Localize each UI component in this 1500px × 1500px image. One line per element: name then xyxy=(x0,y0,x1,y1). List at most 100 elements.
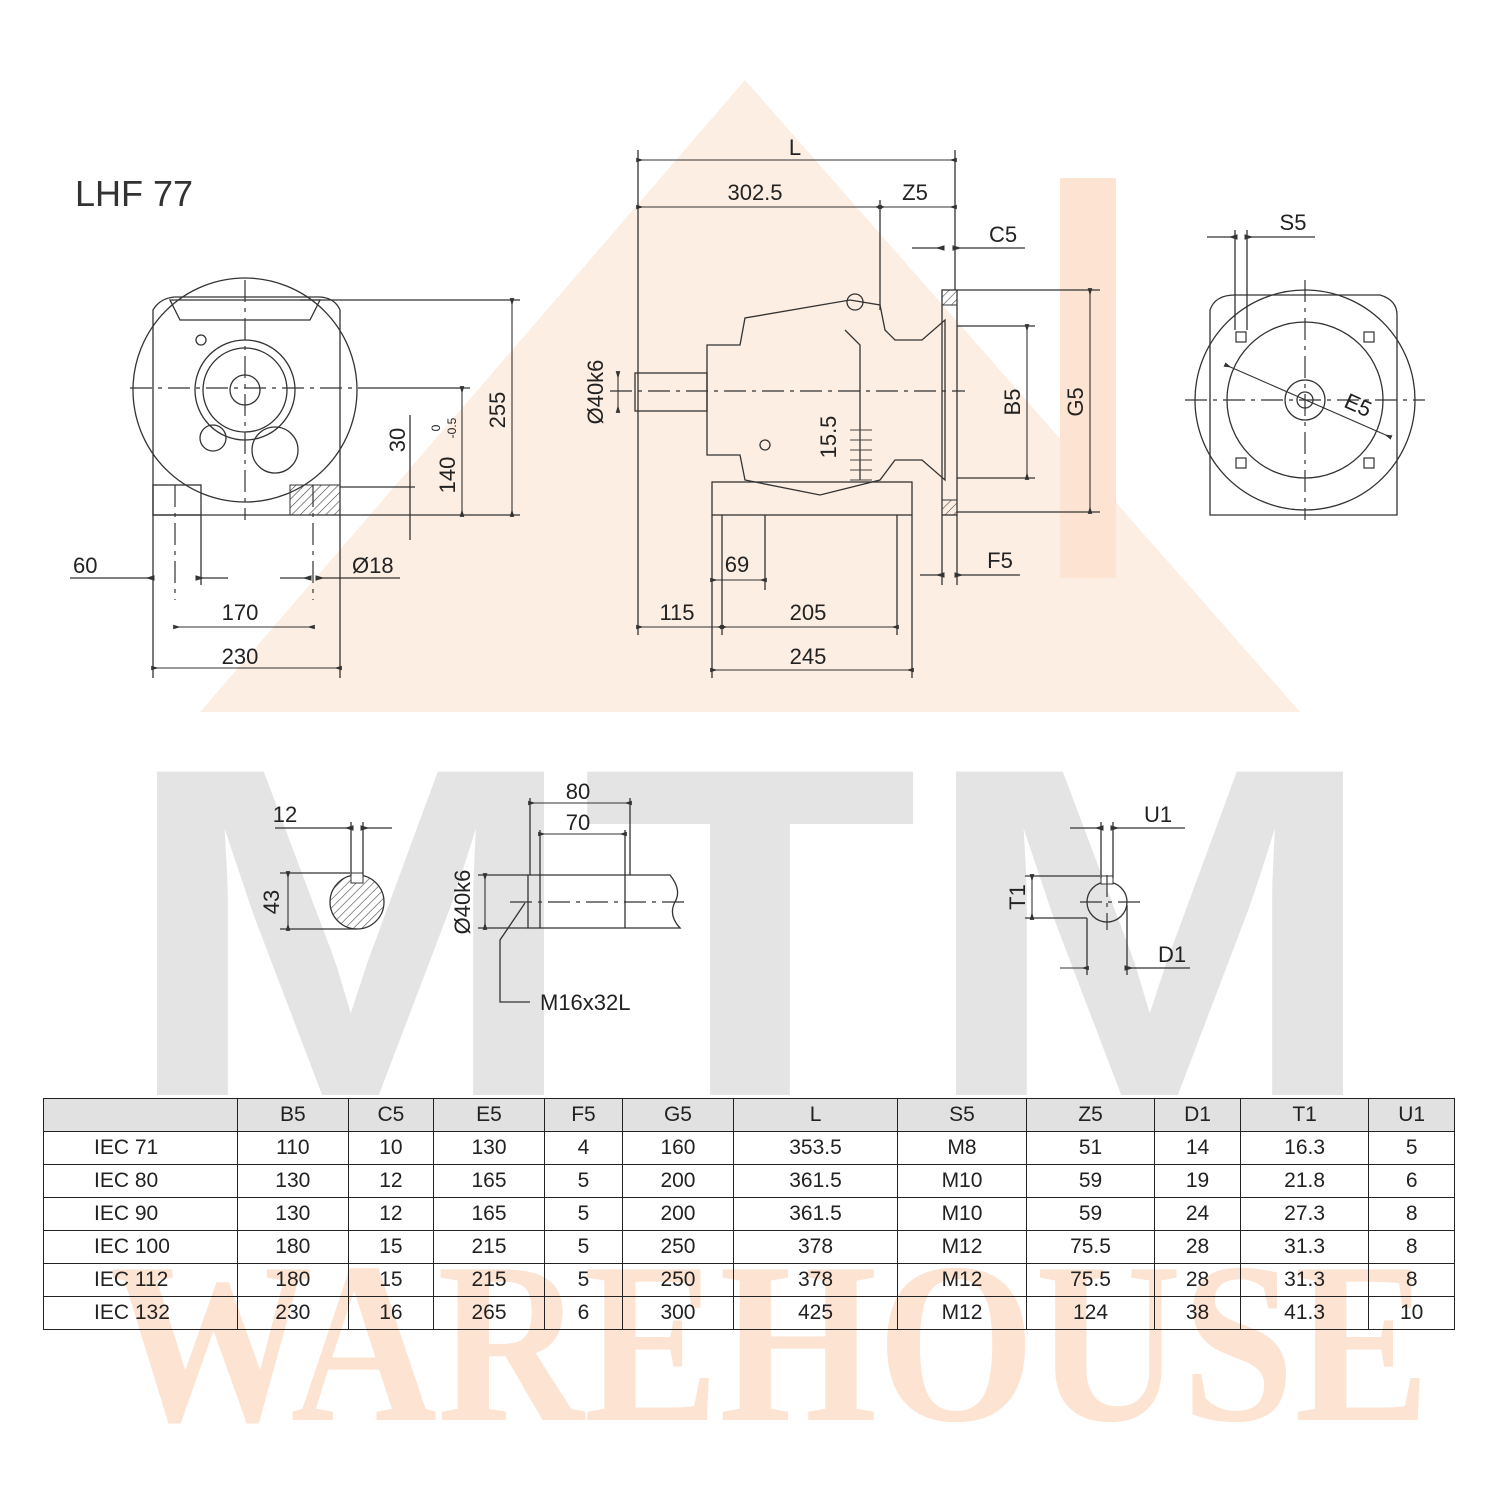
dimension-label: 60 xyxy=(73,553,97,578)
table-cell: 265 xyxy=(433,1296,545,1330)
dimension-label: G5 xyxy=(1063,387,1088,416)
row-label: IEC 132 xyxy=(43,1296,238,1330)
dimension-label: 245 xyxy=(790,644,827,669)
dimension-label: 80 xyxy=(566,779,590,804)
shaft-detail: 80 70 Ø40k6 M16x32L xyxy=(450,779,690,1015)
column-header: E5 xyxy=(433,1098,545,1132)
row-label: IEC 80 xyxy=(43,1164,238,1198)
row-label: IEC 71 xyxy=(43,1131,238,1165)
table-cell: 10 xyxy=(347,1131,435,1165)
table-cell: 130 xyxy=(237,1164,349,1198)
column-header: B5 xyxy=(237,1098,349,1132)
key-detail: 12 43 xyxy=(259,802,392,931)
table-cell: 51 xyxy=(1025,1131,1156,1165)
dimension-label: C5 xyxy=(989,222,1017,247)
table-cell: 165 xyxy=(433,1164,545,1198)
table-cell: 38 xyxy=(1154,1296,1241,1330)
watermark-logo: MTM WAREHOUSE xyxy=(110,80,1430,1470)
table-cell: M12 xyxy=(897,1263,1027,1297)
table-cell: 110 xyxy=(237,1131,349,1165)
table-cell: 230 xyxy=(237,1296,349,1330)
side-view: L 302.5 Z5 C5 Ø40k6 15.5 B5 G5 69 F5 115… xyxy=(583,135,1100,678)
row-label: IEC 100 xyxy=(43,1230,238,1264)
table-cell: 124 xyxy=(1025,1296,1156,1330)
table-cell: 5 xyxy=(543,1164,624,1198)
dimension-label: B5 xyxy=(1000,389,1025,416)
column-header: U1 xyxy=(1368,1098,1455,1132)
dimension-label: 255 xyxy=(485,392,510,429)
column-header: T1 xyxy=(1239,1098,1370,1132)
table-cell: 5 xyxy=(1368,1131,1455,1165)
column-header: C5 xyxy=(347,1098,435,1132)
table-cell: 180 xyxy=(237,1230,349,1264)
table-cell: 6 xyxy=(1368,1164,1455,1198)
dimension-label: 70 xyxy=(566,810,590,835)
table-cell: 15 xyxy=(347,1230,435,1264)
table-cell: 12 xyxy=(347,1164,435,1198)
table-cell: M12 xyxy=(897,1296,1027,1330)
dimension-label: M16x32L xyxy=(540,990,631,1015)
dimension-label: U1 xyxy=(1144,802,1172,827)
dimension-label: 205 xyxy=(790,600,827,625)
table-cell: 5 xyxy=(543,1197,624,1231)
dimension-label: T1 xyxy=(1005,884,1030,910)
table-header-row: B5 C5 E5 F5 G5 L S5 Z5 D1 T1 U1 xyxy=(43,1098,1455,1132)
table-cell: 425 xyxy=(732,1296,899,1330)
table-cell: 250 xyxy=(622,1263,734,1297)
table-cell: 180 xyxy=(237,1263,349,1297)
flange-view: S5 E5 xyxy=(1185,210,1425,520)
table-cell: 215 xyxy=(433,1263,545,1297)
table-cell: 130 xyxy=(237,1197,349,1231)
table-cell: 31.3 xyxy=(1239,1263,1370,1297)
column-header: L xyxy=(732,1098,899,1132)
dimension-label: 15.5 xyxy=(816,416,841,459)
table-cell: 200 xyxy=(622,1164,734,1198)
table-cell: 378 xyxy=(732,1263,899,1297)
table-cell: 200 xyxy=(622,1197,734,1231)
dimension-label: 30 xyxy=(385,428,410,452)
table-cell: 27.3 xyxy=(1239,1197,1370,1231)
dimension-label: Z5 xyxy=(902,180,928,205)
dimension-label: Ø40k6 xyxy=(450,870,475,935)
table-cell: 41.3 xyxy=(1239,1296,1370,1330)
table-cell: M12 xyxy=(897,1230,1027,1264)
table-cell: 31.3 xyxy=(1239,1230,1370,1264)
table-cell: 361.5 xyxy=(732,1197,899,1231)
dimension-label: 230 xyxy=(222,644,259,669)
table-cell: 16 xyxy=(347,1296,435,1330)
front-view: 255 140 0 -0.5 30 60 Ø18 170 230 xyxy=(70,277,520,678)
model-title: LHF 77 xyxy=(75,173,193,214)
dimension-label: -0.5 xyxy=(445,417,459,438)
table-cell: 12 xyxy=(347,1197,435,1231)
column-header: G5 xyxy=(622,1098,734,1132)
dimension-label: Ø40k6 xyxy=(583,360,608,425)
table-cell: 14 xyxy=(1154,1131,1241,1165)
dimension-label: 0 xyxy=(429,424,443,431)
dimension-label: 69 xyxy=(725,552,749,577)
table-cell: 19 xyxy=(1154,1164,1241,1198)
dimension-label: 140 xyxy=(435,457,460,494)
table-cell: 378 xyxy=(732,1230,899,1264)
table-cell: 59 xyxy=(1025,1164,1156,1198)
table-cell: 10 xyxy=(1368,1296,1455,1330)
table-cell: 28 xyxy=(1154,1230,1241,1264)
table-cell: 8 xyxy=(1368,1197,1455,1231)
dimension-label: L xyxy=(789,135,801,160)
table-cell: M10 xyxy=(897,1164,1027,1198)
table-cell: 165 xyxy=(433,1197,545,1231)
column-header: D1 xyxy=(1154,1098,1241,1132)
dimension-label: 43 xyxy=(259,890,284,914)
column-header: S5 xyxy=(897,1098,1027,1132)
dimension-label: D1 xyxy=(1158,942,1186,967)
table-cell: 75.5 xyxy=(1025,1263,1156,1297)
table-cell: 215 xyxy=(433,1230,545,1264)
column-header: F5 xyxy=(543,1098,624,1132)
table-cell: 59 xyxy=(1025,1197,1156,1231)
table-cell: 16.3 xyxy=(1239,1131,1370,1165)
